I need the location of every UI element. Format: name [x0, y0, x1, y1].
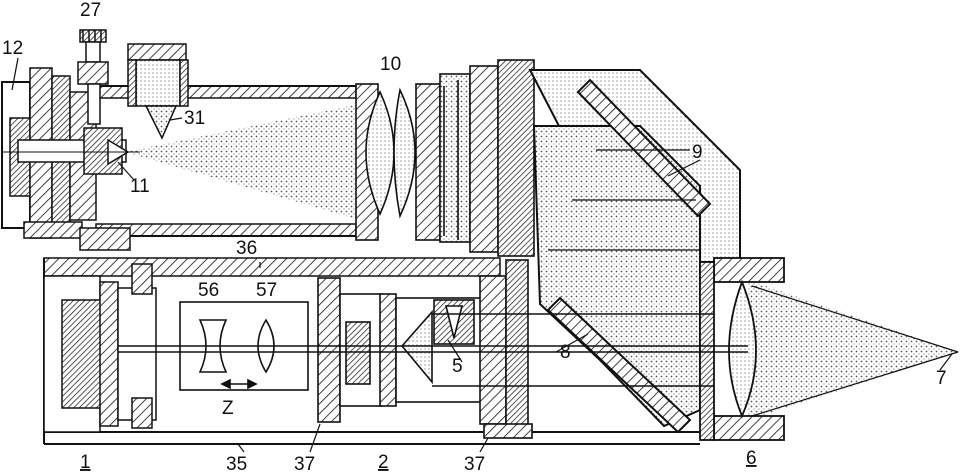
- label-8: 8: [560, 342, 571, 363]
- front-light-cone: [748, 280, 958, 420]
- label-27: 27: [80, 0, 101, 21]
- upper-light-cone: [125, 104, 360, 220]
- label-56: 56: [198, 280, 219, 301]
- front-objective: [699, 257, 785, 441]
- label-57: 57: [256, 280, 277, 301]
- illuminator-prism: [127, 43, 189, 140]
- label-2: 2: [378, 452, 389, 473]
- label-37-center: 37: [294, 454, 315, 475]
- label-37-right: 37: [464, 454, 485, 475]
- label-36: 36: [236, 238, 257, 259]
- label-5: 5: [452, 356, 463, 377]
- label-10: 10: [380, 54, 401, 75]
- optical-axis: [118, 313, 748, 387]
- lower-housing: [43, 257, 700, 445]
- center-module: [317, 259, 533, 439]
- focal-rays: [751, 285, 959, 417]
- label-12: 12: [2, 38, 23, 59]
- label-35: 35: [226, 454, 247, 475]
- zoom-arrow-icon: [220, 378, 258, 390]
- label-9: 9: [692, 142, 703, 163]
- rear-mount: [43, 263, 157, 433]
- prism-housing: [528, 69, 741, 434]
- label-6: 6: [746, 448, 757, 469]
- upper-objective: [355, 59, 535, 257]
- label-1: 1: [80, 452, 91, 473]
- label-z: Z: [222, 398, 234, 419]
- label-7: 7: [936, 368, 947, 389]
- label-31: 31: [184, 108, 205, 129]
- adjustment-knob: [77, 29, 109, 125]
- leader-lines: [11, 57, 953, 453]
- label-11: 11: [130, 176, 150, 197]
